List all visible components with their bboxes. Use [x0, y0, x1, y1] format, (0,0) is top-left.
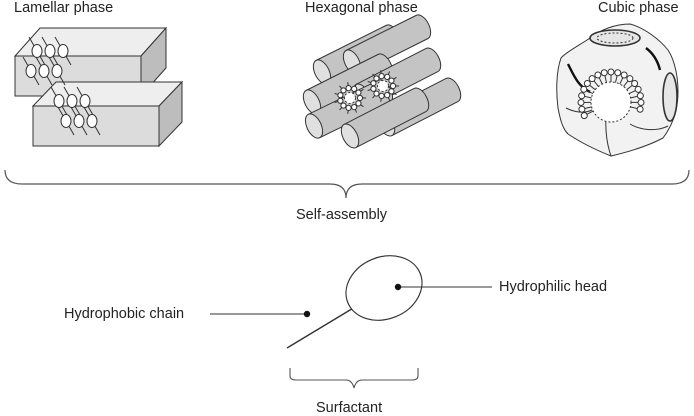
- surfactant-bracket: [290, 368, 418, 388]
- cubic-phase-label: Cubic phase: [598, 1, 679, 16]
- surfactant-label: Surfactant: [316, 401, 382, 416]
- head-leader-dot: [395, 284, 401, 290]
- hexagonal-phase-label: Hexagonal phase: [305, 1, 418, 16]
- self-assembly-brace: [5, 170, 689, 198]
- hydrophilic-head-label: Hydrophilic head: [499, 280, 607, 295]
- surfactant-molecule: [287, 245, 432, 348]
- hydrophilic-head-shape: [336, 245, 432, 332]
- cubic-micelle-core: [591, 82, 631, 122]
- hexagonal-phase-illustration: [300, 15, 461, 151]
- cubic-right-channel: [663, 73, 677, 121]
- self-assembly-label: Self-assembly: [296, 208, 387, 223]
- hydrophobic-chain-label: Hydrophobic chain: [64, 307, 184, 322]
- chain-leader-dot: [304, 311, 310, 317]
- lamellar-phase-label: Lamellar phase: [14, 1, 113, 16]
- hydrophobic-tail-line: [287, 307, 355, 348]
- lamellar-phase-illustration: [15, 28, 182, 146]
- lamellar-slab-bottom: [33, 82, 182, 146]
- cubic-phase-illustration: [557, 24, 678, 156]
